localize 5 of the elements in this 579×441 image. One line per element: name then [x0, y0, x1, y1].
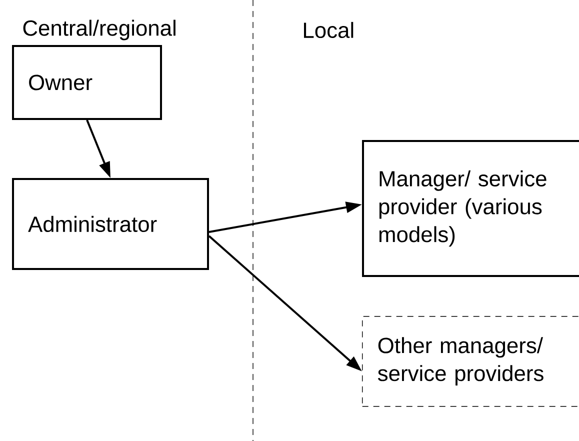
process-box: Manager/ service provider (various models) [362, 140, 579, 277]
process-box: Administrator [12, 178, 209, 270]
column-heading: Local [304, 22, 354, 38]
process-box: Owner [12, 45, 162, 120]
process-box: Other managers/ service providers [362, 316, 579, 407]
